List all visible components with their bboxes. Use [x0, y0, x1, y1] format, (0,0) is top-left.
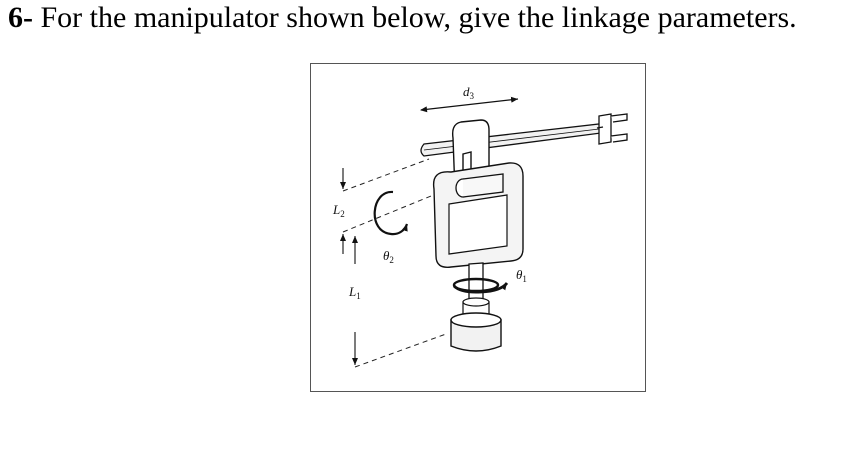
question-body: For the manipulator shown below, give th… — [40, 1, 797, 34]
base-top — [450, 312, 502, 328]
manipulator-figure: d3 L2 L1 θ2 — [310, 63, 646, 392]
dashed-line-top — [342, 158, 430, 192]
yoke-inner — [448, 194, 508, 255]
manipulator-diagram: d3 L2 L1 θ2 — [332, 84, 628, 368]
prismatic-arm — [420, 123, 602, 157]
d3-arrow — [420, 96, 519, 113]
base-collar-top — [462, 297, 490, 307]
l2-label: L2 — [332, 202, 345, 219]
question-text: 6- For the manipulator shown below, give… — [8, 0, 797, 36]
joint-barrel — [462, 173, 504, 198]
theta1-label: θ1 — [516, 267, 527, 284]
theta2-label: θ2 — [383, 248, 394, 265]
theta2-rotation-arrow — [373, 190, 409, 236]
base — [450, 319, 502, 352]
question-number: 6- — [8, 1, 33, 34]
d3-label: d3 — [463, 84, 475, 101]
gripper — [596, 113, 628, 145]
theta1-rotation-arrow — [453, 282, 509, 294]
l1-label: L1 — [348, 284, 361, 301]
arm-edge — [423, 128, 600, 151]
dashed-line-mid — [342, 195, 432, 233]
dashed-line-bottom — [354, 333, 447, 368]
